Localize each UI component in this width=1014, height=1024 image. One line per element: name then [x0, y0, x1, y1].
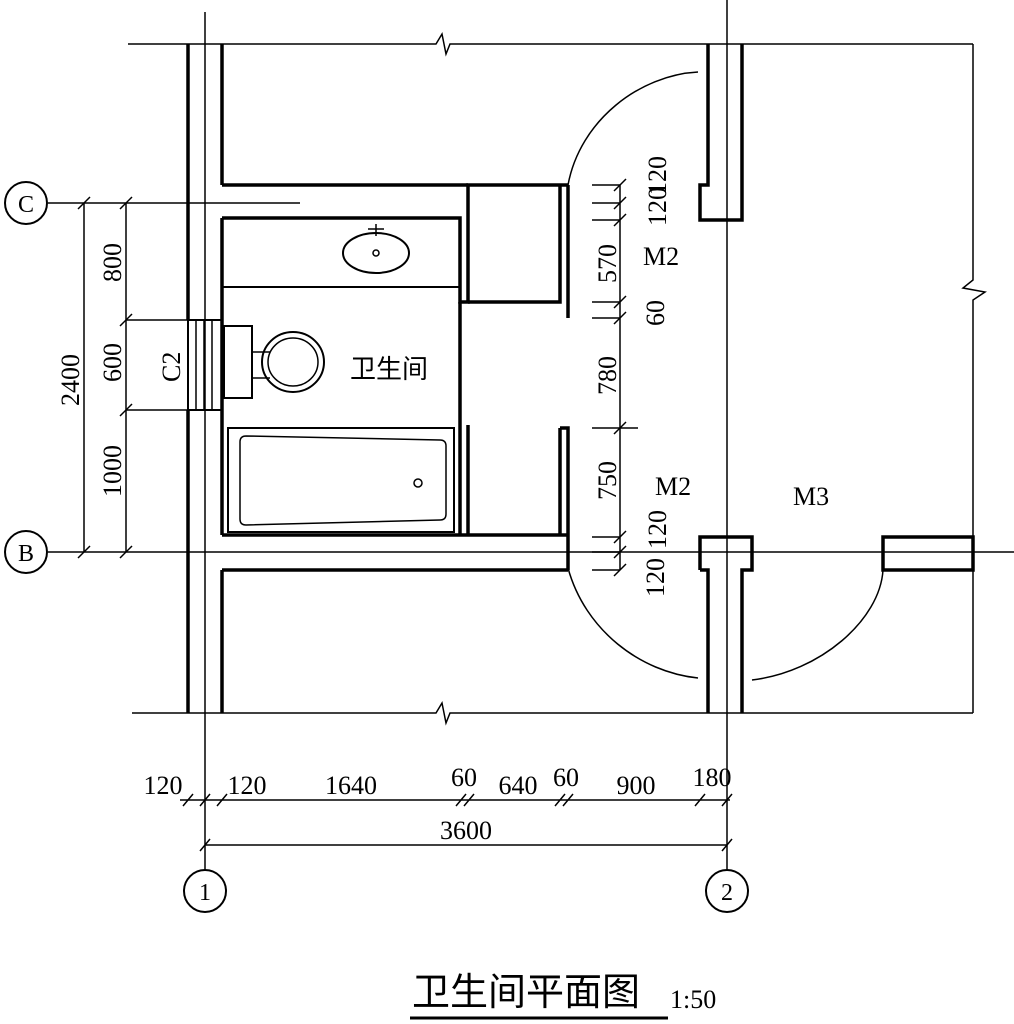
dim-bottom-1640: 1640 — [325, 771, 377, 800]
door-swings — [567, 71, 884, 681]
dim-center-750: 750 — [593, 461, 622, 500]
dim-bottom-120-b: 120 — [228, 771, 267, 800]
bathtub-icon — [227, 427, 455, 533]
dim-center-120-b: 120 — [643, 187, 672, 226]
walls — [186, 44, 975, 713]
sink-icon — [342, 224, 410, 274]
break-lines — [128, 31, 987, 726]
center-dimensions — [592, 178, 638, 577]
dim-center-120-a: 120 — [643, 156, 672, 195]
dim-center-120-c: 120 — [643, 510, 672, 549]
dim-left-800: 800 — [98, 243, 127, 282]
axis-label-b: B — [18, 541, 34, 567]
grid-lines — [48, 0, 1014, 870]
dim-center-780: 780 — [593, 356, 622, 395]
dim-total-height: 2400 — [56, 354, 85, 406]
dim-bottom-640: 640 — [499, 771, 538, 800]
drawing-title: 卫生间平面图 — [412, 970, 640, 1014]
dim-center-570: 570 — [593, 244, 622, 283]
toilet-icon — [223, 325, 325, 399]
dim-left-1000: 1000 — [98, 445, 127, 497]
dim-bottom-900: 900 — [617, 771, 656, 800]
dim-bottom-60-b: 60 — [553, 763, 579, 792]
axis-label-2: 2 — [721, 880, 733, 906]
door-label-right: M3 — [793, 482, 829, 511]
axis-label-1: 1 — [199, 880, 211, 906]
fixtures — [222, 224, 460, 533]
dim-bottom-120-a: 120 — [144, 771, 183, 800]
left-dimensions — [77, 196, 188, 559]
room-label: 卫生间 — [350, 355, 428, 385]
door-label-upper: M2 — [643, 242, 679, 271]
dim-left-600: 600 — [98, 343, 127, 382]
dim-bottom-180: 180 — [693, 763, 732, 792]
door-label-lower: M2 — [655, 472, 691, 501]
dim-total-width: 3600 — [440, 816, 492, 845]
axis-bubbles: C B 1 2 — [4, 181, 749, 913]
dim-bottom-60-a: 60 — [451, 763, 477, 792]
dim-center-60: 60 — [641, 300, 670, 326]
drawing-scale: 1:50 — [670, 985, 716, 1014]
bottom-dimensions — [180, 793, 733, 852]
window-label: C2 — [157, 352, 186, 382]
dim-center-120-d: 120 — [641, 558, 670, 597]
axis-label-c: C — [18, 192, 34, 218]
